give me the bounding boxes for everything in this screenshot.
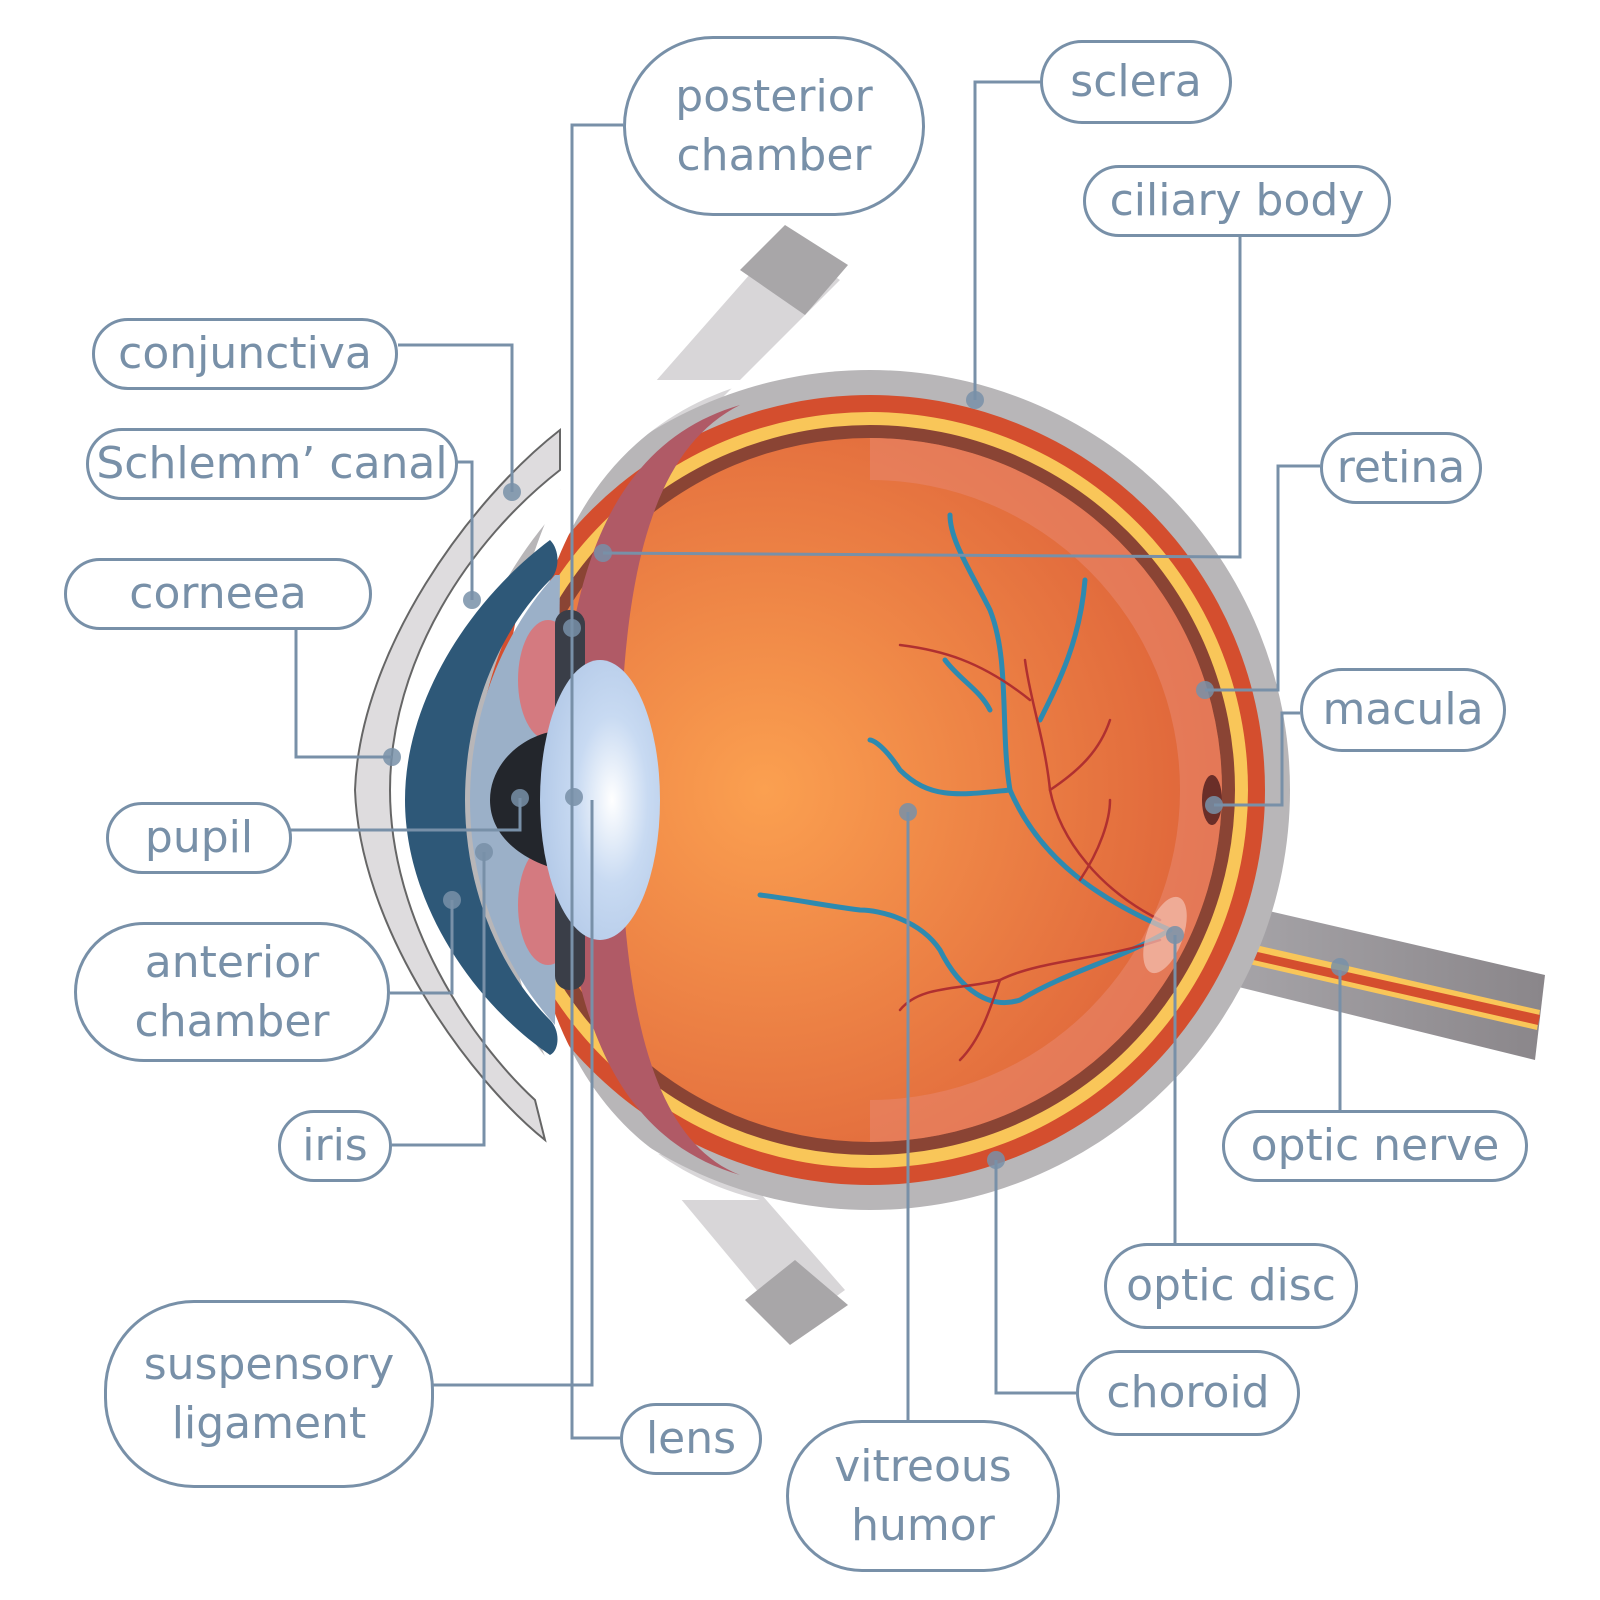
label-corneea: corneea <box>64 558 372 630</box>
cornea-shape <box>353 427 561 1143</box>
leader-dots <box>383 391 1349 1169</box>
optic-nerve-shape <box>1188 895 1545 1060</box>
label-posterior-chamber: posterior chamber <box>623 36 925 216</box>
label-anterior-chamber: anterior chamber <box>74 922 390 1062</box>
label-schlemm-canal: Schlemm’ canal <box>86 428 458 500</box>
label-macula: macula <box>1300 668 1506 752</box>
blood-vessels-blue <box>757 512 1173 1006</box>
label-optic-nerve: optic nerve <box>1222 1110 1528 1182</box>
blood-vessels-red <box>898 643 1162 1062</box>
label-conjunctiva: conjunctiva <box>92 318 398 390</box>
label-optic-disc: optic disc <box>1104 1243 1358 1329</box>
label-vitreous-humor: vitreous humor <box>786 1420 1060 1572</box>
label-suspensory-ligament: suspensory ligament <box>104 1300 434 1488</box>
label-lens: lens <box>620 1403 762 1475</box>
label-retina: retina <box>1320 432 1482 504</box>
anterior-chamber-shape <box>405 540 558 1055</box>
label-sclera: sclera <box>1040 40 1232 124</box>
label-ciliary-body: ciliary body <box>1083 165 1391 237</box>
label-pupil: pupil <box>106 802 292 874</box>
label-iris: iris <box>278 1110 392 1182</box>
label-choroid: choroid <box>1076 1350 1300 1436</box>
lens-shape <box>540 660 660 940</box>
leader-lines <box>290 80 1342 1440</box>
ciliary-body-shape <box>560 405 740 1175</box>
